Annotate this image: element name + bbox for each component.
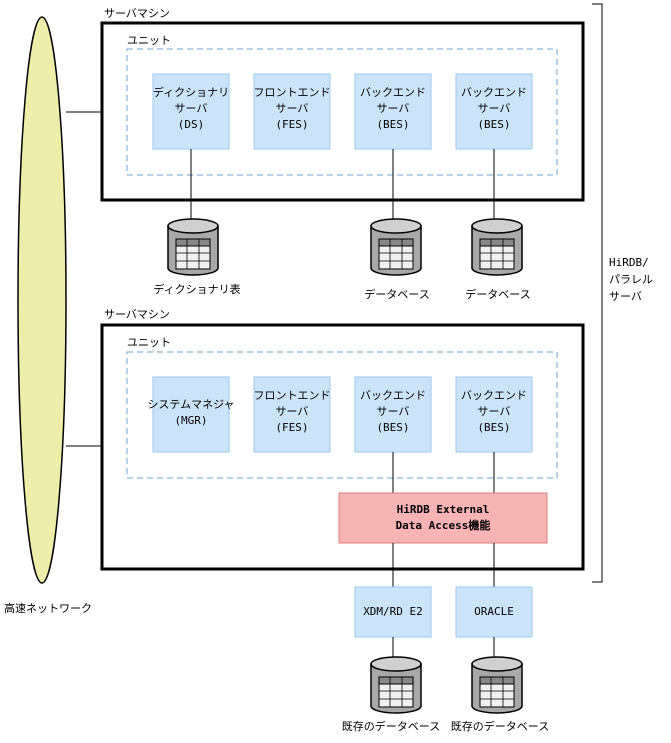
hirdb-label-line2: パラレル — [609, 273, 653, 286]
machine2-unit-box — [126, 351, 558, 479]
machine2-title: サーバマシン — [104, 308, 170, 321]
bes-server-line2: サーバ — [478, 102, 511, 115]
network-label: 高速ネットワーク — [4, 601, 92, 615]
fes-server-line3: (FES) — [275, 118, 308, 131]
external-data-access-line2: Data Access機能 — [396, 518, 491, 532]
external-data-access-box — [338, 492, 548, 544]
bes-server-line2: サーバ — [377, 405, 410, 418]
ds-server-line2: サーバ — [175, 102, 208, 115]
network-bus — [17, 16, 67, 584]
ds-server-box — [152, 73, 230, 150]
mgr-server-line1: システムマネジャ — [147, 398, 234, 411]
fes-server-line1: フロントエンド — [254, 389, 331, 402]
hirdb-label-line3: サーバ — [609, 290, 642, 303]
oracle-label: ORACLE — [474, 605, 514, 618]
bes-server-line1: バックエンド — [360, 86, 426, 99]
ds-server-line1: ディクショナリ — [153, 85, 229, 99]
database-icon — [370, 218, 422, 276]
fes-server-line1: フロントエンド — [254, 86, 331, 99]
fes-server-line2: サーバ — [276, 102, 309, 115]
fes-server-box — [253, 376, 331, 453]
bes-server-line3: (BES) — [376, 118, 409, 131]
mgr-server-box — [152, 376, 230, 453]
ds-server-line3: (DS) — [178, 118, 205, 131]
database-icon — [471, 218, 523, 276]
bes-server-line3: (BES) — [477, 421, 510, 434]
bes-server-line1: バックエンド — [360, 389, 426, 402]
existing-database-label: 既存のデータベース — [342, 719, 440, 733]
machine2-box — [100, 323, 585, 571]
bes-server-line1: バックエンド — [461, 389, 527, 402]
bes-server-box — [455, 376, 533, 453]
bes-server-line3: (BES) — [477, 118, 510, 131]
bes-server-line3: (BES) — [376, 421, 409, 434]
bes-server-line1: バックエンド — [461, 86, 527, 99]
fes-server-box — [253, 73, 331, 150]
machine1-unit-box — [126, 48, 558, 176]
database-label: データベース — [465, 287, 530, 301]
oracle-box — [455, 586, 533, 638]
mgr-server-line2: (MGR) — [174, 414, 207, 427]
xdm-rd-e2-label: XDM/RD E2 — [363, 605, 423, 618]
machine2-unit-label: ユニット — [127, 336, 171, 349]
dictionary-table-label: ディクショナリ表 — [153, 282, 240, 296]
hirdb-bracket — [592, 3, 603, 583]
bes-server-box — [455, 73, 533, 150]
existing-database-icon — [370, 656, 422, 714]
dictionary-db-icon — [167, 218, 219, 276]
bes-server-line2: サーバ — [478, 405, 511, 418]
hirdb-label-line1: HiRDB/ — [609, 256, 649, 269]
machine1-box — [100, 21, 585, 202]
existing-database-icon — [471, 656, 523, 714]
database-label: データベース — [364, 287, 429, 301]
bes-server-box — [354, 376, 432, 453]
machine1-unit-label: ユニット — [127, 34, 171, 47]
existing-database-label: 既存のデータベース — [451, 719, 549, 733]
bes-server-box — [354, 73, 432, 150]
fes-server-line3: (FES) — [275, 421, 308, 434]
xdm-rd-e2-box — [354, 586, 432, 638]
machine1-title: サーバマシン — [104, 7, 170, 20]
bes-server-line2: サーバ — [377, 102, 410, 115]
fes-server-line2: サーバ — [276, 405, 309, 418]
external-data-access-line1: HiRDB External — [397, 503, 490, 516]
